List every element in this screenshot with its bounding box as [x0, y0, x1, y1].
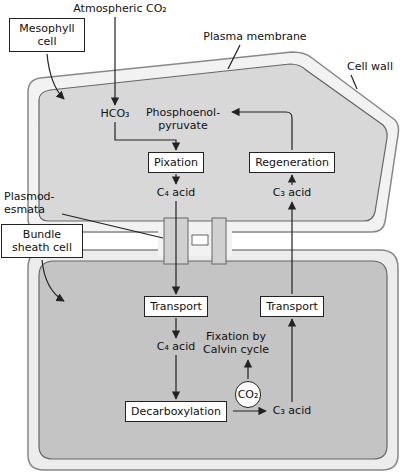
part-label: Plasma membrane — [203, 30, 306, 43]
flow-arrow — [233, 410, 266, 411]
flow-arrow — [247, 360, 248, 379]
process-box: Transport — [260, 296, 324, 317]
part-label: Plasmod- esmata — [4, 190, 64, 216]
part-label: Atmospheric CO₂ — [73, 2, 166, 15]
mesophyll-cytoplasm — [39, 64, 387, 221]
process-box: Transport — [144, 296, 208, 317]
flow-arrow — [175, 355, 176, 399]
flow-arrow — [175, 201, 176, 294]
node-text: Pixation — [154, 156, 198, 169]
flow-arrow — [175, 318, 176, 338]
part-label: HCO₃ — [100, 107, 129, 120]
leader-line — [228, 45, 240, 69]
part-label: Phosphoenol- pyruvate — [138, 106, 228, 132]
part-label: C₃ acid — [273, 186, 311, 199]
node-text: Regeneration — [255, 156, 329, 169]
node-text: Transport — [266, 300, 318, 313]
node-text: Bundle sheath cell — [7, 228, 77, 254]
bundle-sheath-cytoplasm — [39, 261, 387, 459]
bundle-sheath-cell-wall — [28, 250, 398, 470]
process-box: Regeneration — [249, 152, 335, 173]
flow-arrow — [291, 202, 292, 294]
mesophyll-cell-wall — [28, 52, 399, 232]
plasmodesma-gap — [192, 235, 208, 245]
cell-name-box: Mesophyll cell — [9, 18, 85, 52]
flow-arrow — [291, 175, 292, 185]
pointer-arrow — [42, 260, 64, 301]
part-label: Cell wall — [347, 60, 393, 73]
part-label: Fixation by Calvin cycle — [193, 330, 279, 356]
part-label: C₃ acid — [273, 404, 311, 417]
molecule-circle: CO₂ — [235, 381, 262, 408]
cell-name-box: Bundle sheath cell — [1, 224, 83, 258]
process-box: Decarboxylation — [125, 401, 227, 422]
flow-arrow — [175, 174, 176, 184]
plasmodesma-channel — [212, 218, 226, 264]
pointer-arrow — [47, 54, 64, 99]
part-label: C₄ acid — [157, 340, 195, 353]
part-label: C₄ acid — [157, 186, 195, 199]
flow-arrow — [291, 319, 292, 402]
flow-arrow — [232, 112, 292, 150]
node-text: Transport — [150, 300, 202, 313]
flow-arrow — [114, 17, 115, 105]
process-box: Pixation — [148, 152, 204, 173]
node-text: Mesophyll cell — [15, 22, 79, 48]
node-text: CO₂ — [238, 388, 259, 401]
leader-line — [351, 75, 357, 89]
node-text: Decarboxylation — [131, 405, 221, 418]
